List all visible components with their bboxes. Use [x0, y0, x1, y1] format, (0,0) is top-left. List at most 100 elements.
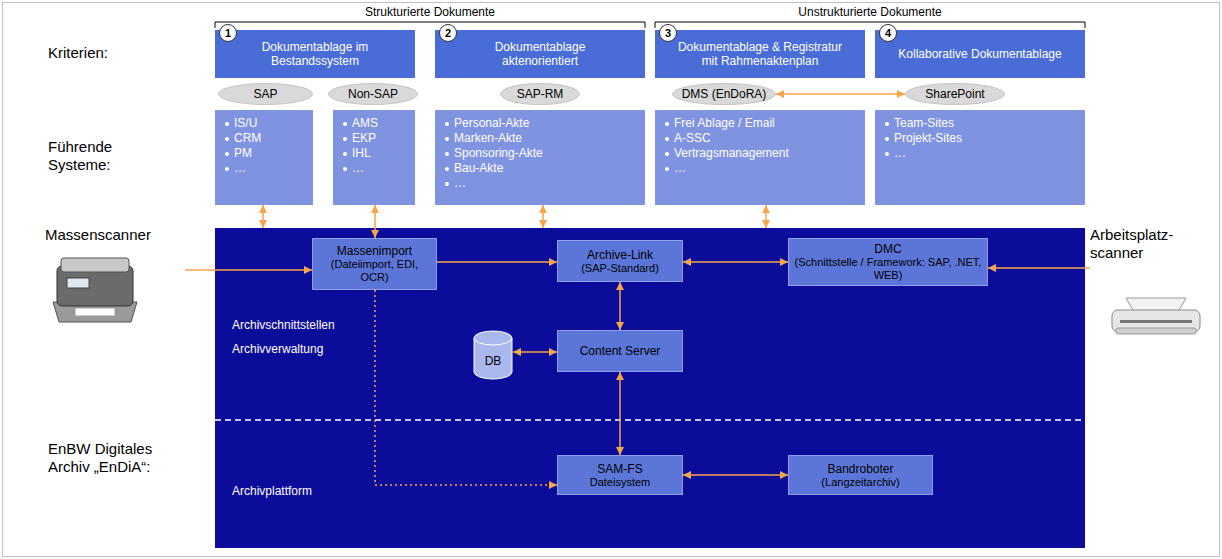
archive-component-text: (Langzeitarchiv) [821, 476, 899, 489]
archive-component: Bandroboter(Langzeitarchiv) [788, 455, 933, 495]
paper-slot [1120, 320, 1192, 323]
scanner-front [1116, 328, 1196, 334]
connector-arrow [988, 267, 1090, 269]
list-item: IS/U [223, 116, 307, 131]
list-item: … [663, 161, 859, 176]
connector-arrow [776, 93, 905, 95]
bracket [655, 22, 1085, 28]
system-list-box: Team-SitesProjekt-Sites… [875, 110, 1085, 205]
step-number-text: 3 [665, 26, 671, 40]
system-ellipse: SAP [218, 83, 313, 105]
number-circle [880, 25, 897, 42]
list-item: Personal-Akte [443, 116, 639, 131]
criteria-box-text: Dokumentablage & Registratur mit Rahmena… [677, 40, 843, 68]
system-ellipse: SAP-RM [500, 83, 580, 105]
system-list-box: Personal-AkteMarken-AkteSponsoring-AkteB… [435, 110, 645, 205]
scanner-illustration [1106, 290, 1206, 340]
row-label: Kriterien: [48, 44, 108, 62]
connector-arrow [683, 474, 788, 476]
scanner-illustration [45, 252, 145, 326]
archive-component-text: SAM-FS [597, 462, 642, 476]
connector-arrow [375, 290, 557, 485]
ellipse-shape [906, 84, 1005, 105]
list-item: AMS [341, 116, 409, 131]
criteria-box-text: Dokumentablage aktenorientiert [457, 40, 623, 68]
list-item: A-SSC [663, 131, 859, 146]
list-item: Projekt-Sites [883, 131, 1079, 146]
cylinder-body [474, 331, 512, 379]
criteria-box: Dokumentablage im Bestandssystem1 [215, 30, 415, 78]
step-number: 1 [219, 24, 237, 42]
scanner-group: Arbeitsplatz- scanner [1090, 226, 1210, 346]
archive-component-text: Bandroboter [827, 462, 893, 476]
archive-component-text: DMC [874, 242, 901, 256]
list-item: Sponsoring-Akte [443, 146, 639, 161]
system-ellipse-text: SAP-RM [517, 87, 564, 101]
system-list-box: Frei Ablage / EmailA-SSCVertragsmanageme… [655, 110, 865, 205]
outer-frame [3, 3, 1220, 557]
connector-arrow [185, 269, 312, 271]
system-ellipse-text: Non-SAP [348, 87, 398, 101]
step-number: 3 [659, 24, 677, 42]
connector-arrow [437, 261, 557, 263]
list-item: Vertragsmanagement [663, 146, 859, 161]
dashed-divider [215, 419, 1085, 421]
paper-sheet [75, 308, 115, 316]
band-fill [215, 228, 1085, 548]
cylinder-rim [474, 338, 512, 345]
list-item: … [341, 161, 409, 176]
list-item: PM [223, 146, 307, 161]
bracket [215, 22, 645, 28]
system-ellipse-text: DMS (EnDoRA) [682, 87, 767, 101]
step-number-text: 1 [225, 26, 231, 40]
connector-arrow [262, 205, 264, 228]
system-ellipse-text: SharePoint [925, 87, 984, 101]
archive-component-text: Dateisystem [590, 476, 651, 489]
archive-component-text: (SAP-Standard) [581, 262, 659, 275]
archive-band-text: Archivverwaltung [232, 342, 392, 356]
list-item: … [443, 176, 639, 191]
list-item: CRM [223, 131, 307, 146]
ellipse-shape [673, 84, 776, 105]
list-item: … [883, 146, 1079, 161]
scanner-cover [61, 258, 129, 272]
archive-band-text: Archivschnittstellen [232, 318, 392, 332]
list-item: Marken-Akte [443, 131, 639, 146]
connector-arrow [542, 205, 544, 228]
system-ellipse-text: SAP [253, 87, 277, 101]
archive-component: SAM-FSDateisystem [557, 455, 683, 495]
connector-arrow [619, 282, 621, 330]
connector-arrow [374, 205, 376, 238]
number-circle [440, 25, 457, 42]
connector-arrow [619, 372, 621, 455]
ellipse-shape [219, 84, 313, 105]
archive-component: Content Server [557, 330, 683, 372]
archive-component-text: (Schnittstelle / Framework: SAP, .NET, W… [793, 256, 983, 282]
criteria-box-text: Dokumentablage im Bestandssystem [237, 40, 393, 68]
connector-arrow [683, 261, 788, 263]
archive-component: Archive-Link(SAP-Standard) [557, 240, 683, 282]
system-list-box: AMSEKPIHL… [333, 110, 415, 205]
archive-component-text: Massenimport [337, 244, 412, 258]
archive-component: Massenimport(Dateiimport, EDI, OCR) [312, 238, 437, 290]
step-number: 4 [879, 24, 897, 42]
list-item: EKP [341, 131, 409, 146]
ellipse-shape [329, 84, 418, 105]
criteria-box: Dokumentablage aktenorientiert2 [435, 30, 645, 78]
step-number-text: 4 [885, 26, 891, 40]
scanner-display [67, 278, 89, 288]
system-ellipse: SharePoint [905, 83, 1005, 105]
archive-band-text: Archivplattform [232, 484, 392, 498]
scanner-group-text: Massenscanner [45, 226, 185, 244]
system-list-box: IS/UCRMPM… [215, 110, 313, 205]
database-cylinder-text: DB [485, 354, 502, 368]
system-ellipse: Non-SAP [328, 83, 418, 105]
archive-component-text: Archive-Link [587, 248, 653, 262]
list-item: Team-Sites [883, 116, 1079, 131]
edge-group [185, 94, 1090, 485]
list-item: Bau-Akte [443, 161, 639, 176]
criteria-box-text: Kollaborative Dokumentablage [898, 47, 1061, 61]
archive-component-text: (Dateiimport, EDI, OCR) [317, 258, 432, 284]
group-heading: Strukturierte Dokumente [365, 5, 495, 19]
